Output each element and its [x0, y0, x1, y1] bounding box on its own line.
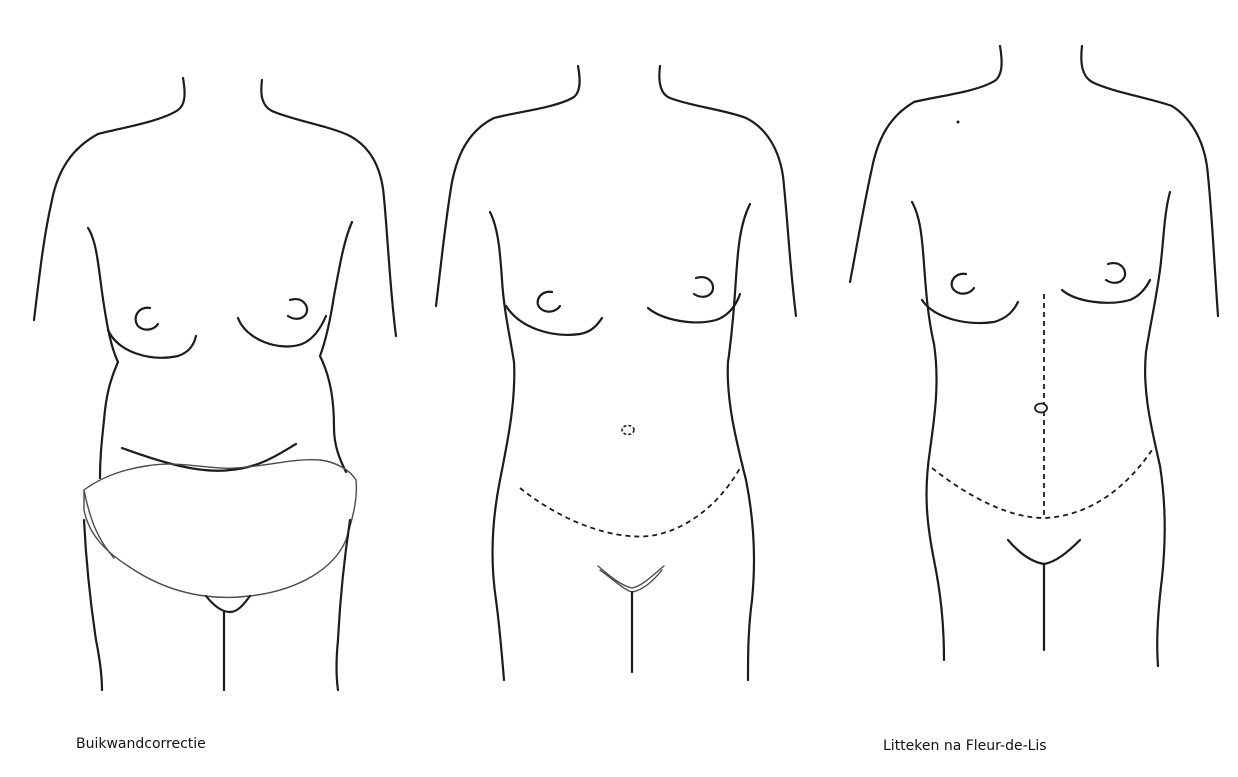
- chest-mark: [957, 121, 960, 124]
- right-nipple-icon: [1106, 263, 1125, 283]
- apron-outline: [84, 460, 356, 598]
- groin-line: [206, 596, 250, 612]
- torso-figure-before: [34, 78, 396, 690]
- navel-icon: [622, 426, 634, 435]
- caption-fleur-de-lis: Litteken na Fleur-de-Lis: [883, 738, 1047, 754]
- right-flank-line: [728, 204, 754, 680]
- neck-right-line: [1081, 46, 1172, 106]
- left-hip-leg-line: [84, 520, 102, 690]
- navel-icon: [1035, 404, 1047, 413]
- neck-left-line: [494, 66, 580, 118]
- right-arm-outline: [746, 118, 796, 316]
- right-nipple-icon: [288, 299, 307, 319]
- right-flank-line: [1145, 192, 1170, 666]
- left-flank-line: [88, 228, 118, 478]
- groin-line: [598, 566, 664, 588]
- right-breast-line: [238, 316, 326, 346]
- left-breast-line: [922, 300, 1018, 323]
- neck-right-line: [659, 66, 746, 118]
- caption-abdominoplasty: Buikwandcorrectie: [76, 736, 206, 752]
- left-arm-outline: [436, 118, 494, 306]
- neck-right-line: [261, 80, 350, 136]
- left-nipple-icon: [136, 308, 158, 330]
- right-flank-line: [320, 222, 352, 472]
- right-arm-outline: [1172, 106, 1218, 316]
- groin-line-inner: [600, 570, 662, 592]
- right-nipple-icon: [694, 277, 713, 297]
- torso-figure-horizontal-scar: [436, 66, 796, 680]
- neck-left-line: [98, 78, 185, 134]
- right-breast-line: [648, 294, 740, 322]
- left-flank-line: [490, 212, 514, 680]
- horizontal-scar: [932, 450, 1152, 518]
- left-nipple-icon: [538, 292, 560, 312]
- left-flank-line: [912, 202, 944, 660]
- right-arm-outline: [350, 136, 396, 336]
- groin-line: [1008, 540, 1080, 564]
- left-nipple-icon: [952, 274, 974, 294]
- right-breast-line: [1062, 280, 1150, 303]
- neck-left-line: [914, 46, 1002, 102]
- abdominoplasty-scar: [520, 468, 740, 537]
- torso-figure-fleur-de-lis-scar: [850, 46, 1218, 666]
- left-breast-line: [108, 330, 196, 358]
- left-arm-outline: [850, 102, 914, 282]
